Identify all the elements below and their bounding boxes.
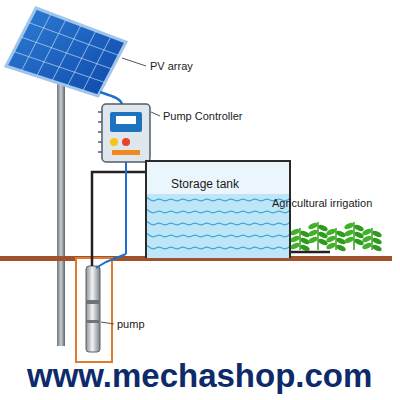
pump-body xyxy=(86,266,100,352)
plant-leaf xyxy=(317,231,328,240)
plant-leaf xyxy=(317,238,328,247)
controller-badge xyxy=(112,150,140,155)
fin xyxy=(98,121,102,123)
wave-line xyxy=(147,246,289,249)
plant-leaf xyxy=(325,235,336,244)
cell-line xyxy=(21,37,112,69)
pump-label: pump xyxy=(117,318,145,331)
plant-leaf xyxy=(371,237,382,246)
plant-leaf xyxy=(361,235,372,244)
pump-band xyxy=(86,320,100,323)
fin xyxy=(98,141,102,143)
wave-line xyxy=(147,198,289,201)
plant-leaf xyxy=(343,236,354,245)
borehole xyxy=(76,258,112,362)
wave-line xyxy=(147,210,289,213)
fin xyxy=(98,131,102,133)
irrigation-label: Agricultural irrigation xyxy=(272,197,372,210)
panel-label: PV array xyxy=(150,60,193,73)
leader-line xyxy=(122,58,146,66)
plant-leaf xyxy=(371,230,382,239)
pump-controller xyxy=(102,104,150,162)
plant-leaf xyxy=(325,228,336,237)
plant-leaf xyxy=(325,242,336,251)
plant-leaf xyxy=(371,244,382,253)
power-cable xyxy=(100,92,122,104)
plant-leaf xyxy=(289,242,300,251)
controller-label: Pump Controller xyxy=(163,110,242,123)
wave-line xyxy=(147,234,289,237)
website-watermark: www.mechashop.com xyxy=(27,356,372,396)
irrigation-pipe xyxy=(290,251,330,254)
controller-screen xyxy=(116,116,136,124)
panel-pole xyxy=(57,70,65,346)
leader-line xyxy=(101,322,114,324)
plant-leaf xyxy=(317,224,328,233)
panel-cells xyxy=(14,14,120,91)
pump-band xyxy=(86,300,100,304)
crop-plants xyxy=(289,222,382,253)
water-pipe xyxy=(92,172,153,266)
plant-leaf xyxy=(361,242,372,251)
wave-line xyxy=(147,222,289,225)
plant-leaf xyxy=(353,238,364,247)
water-waves xyxy=(147,194,289,258)
plant-leaf xyxy=(353,231,364,240)
storage-tank: Storage tank xyxy=(145,160,291,258)
controller-button xyxy=(110,138,118,146)
plant-leaf xyxy=(299,244,310,253)
pump-cable xyxy=(96,162,126,268)
plant-leaf xyxy=(343,222,354,231)
plant-leaf xyxy=(307,222,318,231)
plant-leaf xyxy=(361,228,372,237)
plant-leaf xyxy=(307,229,318,238)
plant-leaf xyxy=(343,229,354,238)
fin xyxy=(98,111,102,113)
controller-fins xyxy=(98,112,102,152)
plant-leaf xyxy=(289,235,300,244)
plant-leaf xyxy=(353,224,364,233)
leader-line xyxy=(151,112,160,116)
solar-panel xyxy=(6,8,126,96)
plant-leaf xyxy=(307,236,318,245)
cell-line xyxy=(29,23,120,56)
controller-button xyxy=(122,138,130,146)
cell-line xyxy=(14,52,106,83)
controller-display xyxy=(110,112,142,132)
plant-leaf xyxy=(335,244,346,253)
tank-label: Storage tank xyxy=(169,177,241,191)
plant-leaf xyxy=(289,228,300,237)
fin xyxy=(98,151,102,153)
